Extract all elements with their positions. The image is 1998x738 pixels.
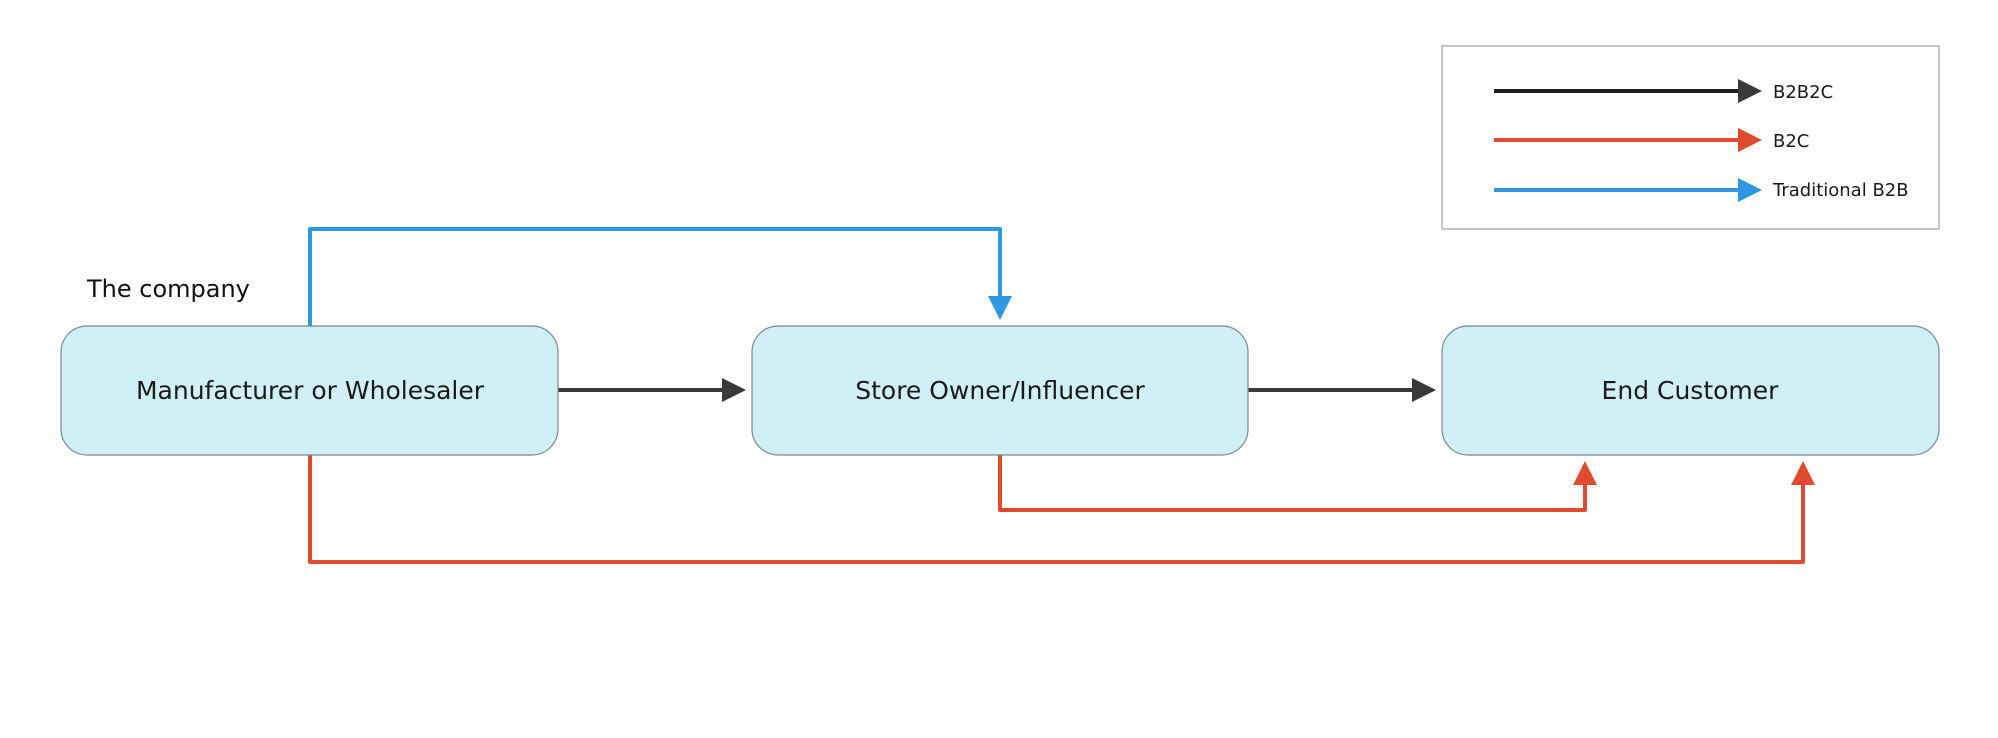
node-store: Store Owner/Influencer xyxy=(751,325,1249,456)
edge-traditional-b2b xyxy=(308,227,1012,326)
legend-label-traditional-b2b: Traditional B2B xyxy=(1772,180,1909,201)
edge-b2c-manufacturer-to-customer xyxy=(308,455,1815,564)
legend: B2B2C B2C Traditional B2B xyxy=(1441,45,1940,230)
node-store-label: Store Owner/Influencer xyxy=(855,376,1145,405)
node-manufacturer-label: Manufacturer or Wholesaler xyxy=(136,376,485,405)
company-caption: The company xyxy=(86,275,250,303)
legend-label-b2b2c: B2B2C xyxy=(1773,82,1833,103)
node-manufacturer: Manufacturer or Wholesaler xyxy=(60,325,559,456)
legend-label-b2c: B2C xyxy=(1773,131,1809,152)
node-customer-label: End Customer xyxy=(1602,376,1780,405)
node-customer: End Customer xyxy=(1441,325,1940,456)
legend-box xyxy=(1441,45,1940,230)
edge-b2c-store-to-customer xyxy=(998,455,1597,512)
node-customer-box xyxy=(1441,325,1940,456)
node-store-box xyxy=(751,325,1249,456)
node-manufacturer-box xyxy=(60,325,559,456)
